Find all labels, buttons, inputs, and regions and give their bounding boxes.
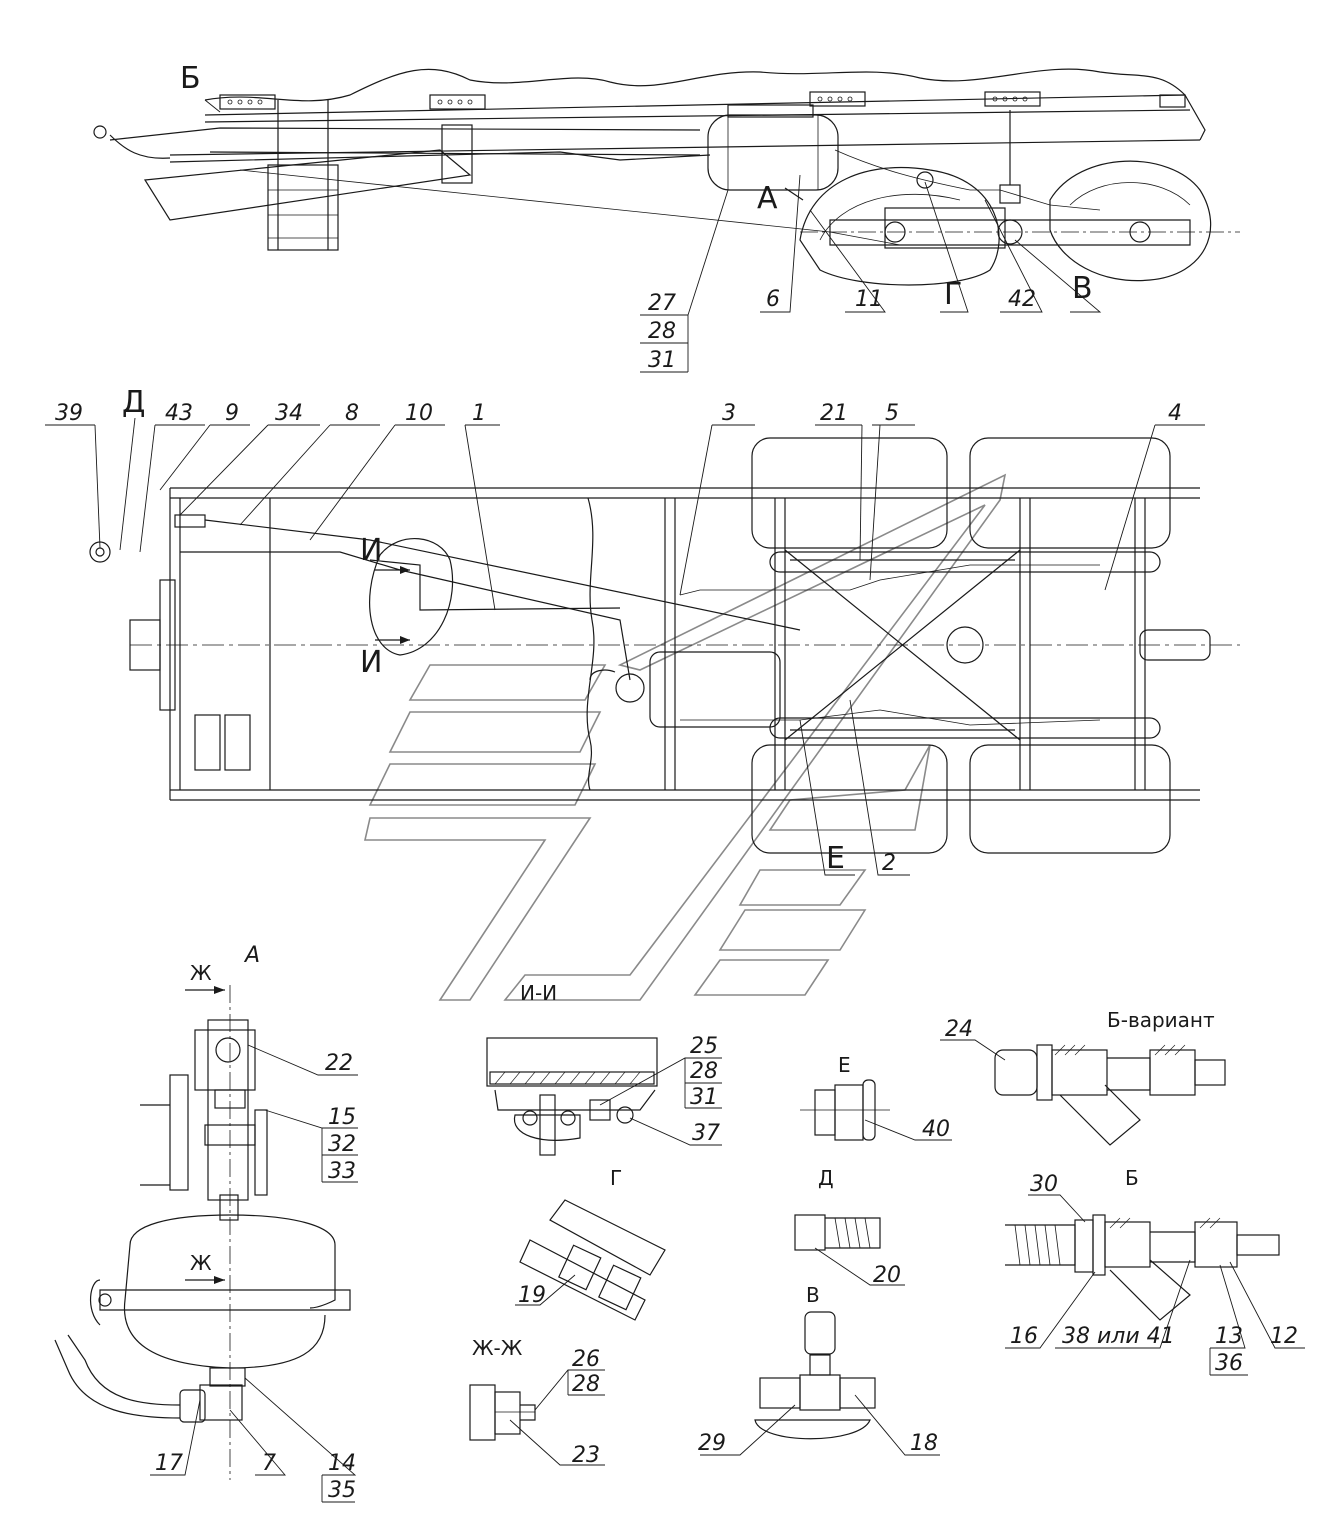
section-i-marker-bottom: И	[360, 645, 382, 680]
view-d-marker: Д	[122, 385, 145, 420]
callout-30: 30	[1030, 1172, 1058, 1197]
detail-b-variant: Б-вариант 24	[940, 1008, 1226, 1146]
callout-25: 25	[690, 1034, 718, 1059]
callout-35: 35	[328, 1478, 356, 1503]
callout-20: 20	[873, 1263, 901, 1288]
detail-d-title: Д	[818, 1166, 834, 1190]
callout-18: 18	[910, 1431, 938, 1456]
callout-8: 8	[345, 401, 359, 426]
callout-15: 15	[328, 1105, 356, 1130]
callout-28-ii: 28	[690, 1059, 718, 1084]
callout-3: 3	[722, 401, 736, 426]
callout-19: 19	[518, 1283, 546, 1308]
detail-ii-title: И-И	[520, 981, 557, 1005]
callout-b-letter: Б	[180, 61, 201, 96]
detail-e-title: Е	[838, 1053, 851, 1077]
detail-zh-zh: Ж-Ж 26 28 23	[469, 1336, 605, 1468]
detail-d: Д 20	[794, 1166, 905, 1288]
callout-2: 2	[882, 851, 896, 876]
plan-callouts: 39 Д 43 9 34 8 10 1 3 21 5 4 И И Е	[45, 385, 1205, 876]
section-zh-mid-marker: Ж	[190, 1251, 212, 1275]
callout-38-or-41: 38 или 41	[1062, 1324, 1175, 1349]
watermark-logo	[363, 473, 1007, 1001]
plan-view-chassis	[89, 437, 1240, 854]
callout-23: 23	[572, 1443, 600, 1468]
rear-wheels-side	[799, 160, 1212, 286]
callout-33: 33	[328, 1159, 356, 1184]
callout-6: 6	[766, 287, 780, 312]
air-tank-side	[707, 104, 839, 191]
callout-32: 32	[328, 1132, 356, 1157]
callout-16: 16	[1010, 1324, 1038, 1349]
callout-26: 26	[572, 1347, 600, 1372]
callout-5: 5	[885, 401, 899, 426]
callout-1: 1	[472, 401, 486, 426]
view-e-marker: Е	[826, 841, 845, 876]
callout-31: 31	[648, 348, 676, 373]
callout-22: 22	[325, 1051, 353, 1076]
view-g-marker: Г	[944, 277, 962, 312]
detail-g: Г 19	[515, 1166, 666, 1321]
callout-10: 10	[405, 401, 433, 426]
detail-v-title: В	[806, 1283, 820, 1307]
detail-zhzh-title: Ж-Ж	[472, 1336, 523, 1360]
callout-7: 7	[262, 1451, 276, 1476]
plan-wheels	[751, 437, 1171, 854]
callout-27: 27	[648, 291, 676, 316]
detail-i-i: И-И 25 28 31 37	[486, 981, 722, 1156]
callout-31-ii: 31	[690, 1085, 718, 1110]
side-view-chassis	[93, 68, 1240, 286]
callout-11: 11	[855, 287, 883, 312]
callout-14: 14	[328, 1451, 356, 1476]
callout-34: 34	[275, 401, 303, 426]
callout-36: 36	[1215, 1351, 1243, 1376]
callout-28: 28	[648, 319, 676, 344]
detail-v: В 29 18	[698, 1283, 940, 1456]
callout-9: 9	[225, 401, 239, 426]
section-zh-top-marker: Ж	[190, 961, 212, 985]
callout-29: 29	[698, 1431, 726, 1456]
detail-a-title: А	[243, 943, 260, 968]
callout-42: 42	[1008, 287, 1036, 312]
callout-40: 40	[922, 1117, 950, 1142]
callout-4: 4	[1168, 401, 1182, 426]
detail-b: Б 30 16 38 или 41 13 36 12	[1005, 1166, 1305, 1376]
callout-43: 43	[165, 401, 193, 426]
detail-a: А Ж Ж 22	[54, 943, 358, 1503]
detail-g-title: Г	[610, 1166, 622, 1190]
bracket-plates	[219, 91, 1186, 110]
top-callouts: Б 27 28 31 6 А 11 Г 42 В	[180, 61, 1102, 373]
view-a-marker: А	[757, 181, 778, 216]
callout-37: 37	[692, 1121, 720, 1146]
callout-12: 12	[1270, 1324, 1298, 1349]
view-v-marker: В	[1072, 271, 1093, 306]
callout-17: 17	[155, 1451, 183, 1476]
detail-e: Е 40	[800, 1053, 952, 1142]
detail-bvar-title: Б-вариант	[1107, 1008, 1215, 1032]
callout-21: 21	[820, 401, 848, 426]
section-i-marker-top: И	[360, 533, 382, 568]
callout-28-zhzh: 28	[572, 1372, 600, 1397]
callout-13: 13	[1215, 1324, 1243, 1349]
detail-b-title: Б	[1125, 1166, 1139, 1190]
callout-39: 39	[55, 401, 83, 426]
callout-24: 24	[945, 1017, 973, 1042]
